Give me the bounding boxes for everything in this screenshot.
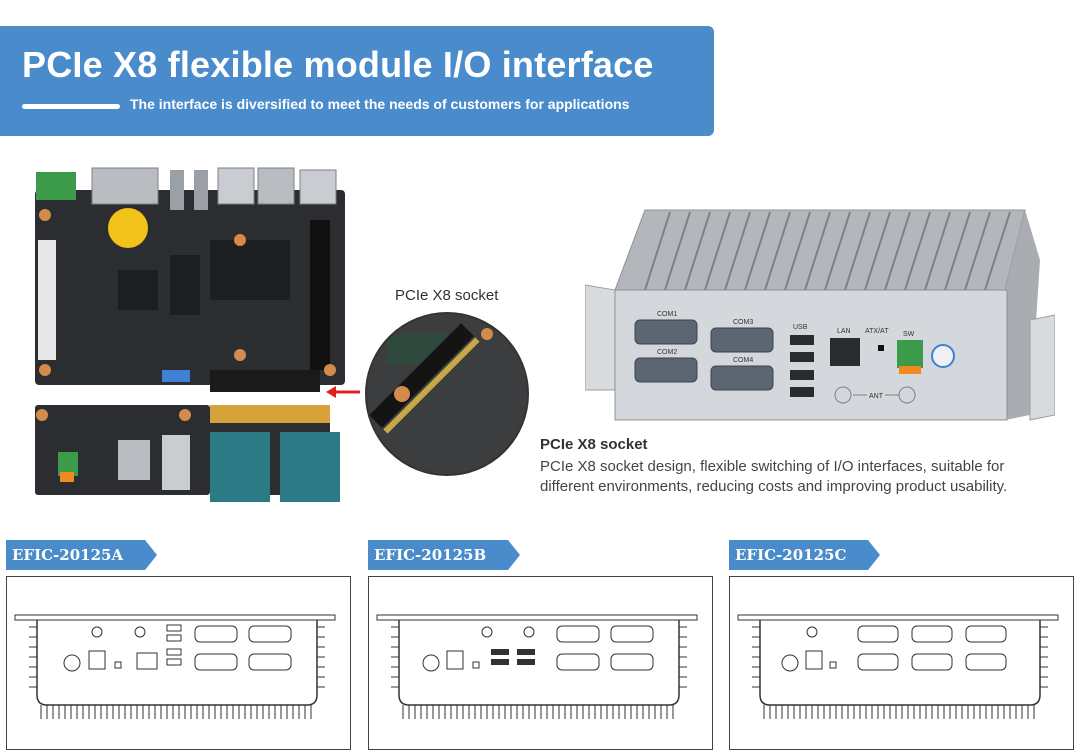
atx-label: ATX/AT: [865, 328, 889, 335]
pcie-socket-zoom: [365, 312, 529, 476]
motherboard-image: [30, 160, 360, 510]
variant-a-drawing: [6, 576, 351, 750]
com1-label: COM1: [657, 311, 677, 318]
variant-a: EFIC-20125A: [6, 540, 351, 752]
banner-subtitle: The interface is diversified to meet the…: [130, 96, 630, 112]
variant-b: EFIC-20125B: [368, 540, 713, 752]
product-chassis-image: COM1 COM2 COM3 COM4 USB LAN ATX/AT SW AN…: [584, 190, 1056, 450]
pcie-socket-label: PCIe X8 socket: [395, 287, 499, 304]
variant-a-tag: EFIC-20125A: [6, 540, 158, 570]
header-banner: PCIe X8 flexible module I/O interface Th…: [0, 26, 714, 136]
sw-label: SW: [903, 331, 915, 338]
description-body: PCIe X8 socket design, flexible switchin…: [540, 458, 1008, 495]
variant-c: EFIC-20125C: [729, 540, 1074, 752]
ant-label: ANT: [869, 393, 884, 400]
lan-label: LAN: [837, 328, 851, 335]
com2-label: COM2: [657, 349, 677, 356]
variant-b-tag: EFIC-20125B: [368, 540, 521, 570]
banner-title: PCIe X8 flexible module I/O interface: [22, 44, 654, 85]
variant-c-drawing: [729, 576, 1074, 750]
com4-label: COM4: [733, 357, 753, 364]
variant-c-tag: EFIC-20125C: [729, 540, 881, 570]
variant-b-drawing: [368, 576, 713, 750]
com3-label: COM3: [733, 319, 753, 326]
banner-rule: [22, 104, 120, 109]
description-title: PCIe X8 socket: [540, 436, 648, 453]
usb-label: USB: [793, 324, 808, 331]
